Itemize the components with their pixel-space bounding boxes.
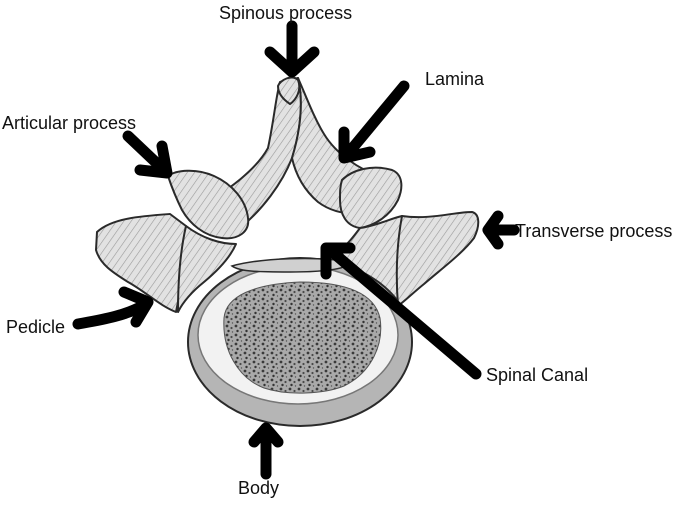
right-articular-process (339, 166, 403, 229)
spinous-process-arrow-head (264, 46, 320, 78)
lamina-arrow (340, 80, 410, 162)
left-transverse-process (95, 213, 187, 313)
spinal-canal-arrow-head (320, 242, 356, 280)
articular-process-label: Articular process (2, 113, 137, 133)
left-articular-process (167, 169, 250, 240)
vertebral-body-cancellous (223, 281, 382, 394)
spinous-process-label: Spinous process (219, 3, 353, 23)
spinal-canal-label: Spinal Canal (486, 365, 589, 385)
pedicle-label: Pedicle (6, 317, 66, 337)
spinal-canal-arrow (324, 244, 482, 380)
body-arrow-head (248, 422, 284, 448)
lamina-arrow-head (338, 126, 376, 164)
articular-process-arrow-head (134, 140, 173, 179)
transverse-process-label: Transverse process (515, 221, 673, 241)
transverse-process-arrow-head (482, 210, 504, 250)
arrows (72, 20, 520, 480)
body-label: Body (238, 478, 280, 498)
left-pedicle (177, 225, 237, 313)
right-transverse-process (392, 211, 480, 307)
body-posterior-rim (230, 257, 351, 273)
articular-process-arrow (122, 130, 172, 178)
vertebra-illustration (95, 76, 480, 427)
spinous-process-tip (277, 76, 301, 105)
pedicle-arrow-head (118, 286, 154, 328)
lamina-label: Lamina (425, 69, 485, 89)
